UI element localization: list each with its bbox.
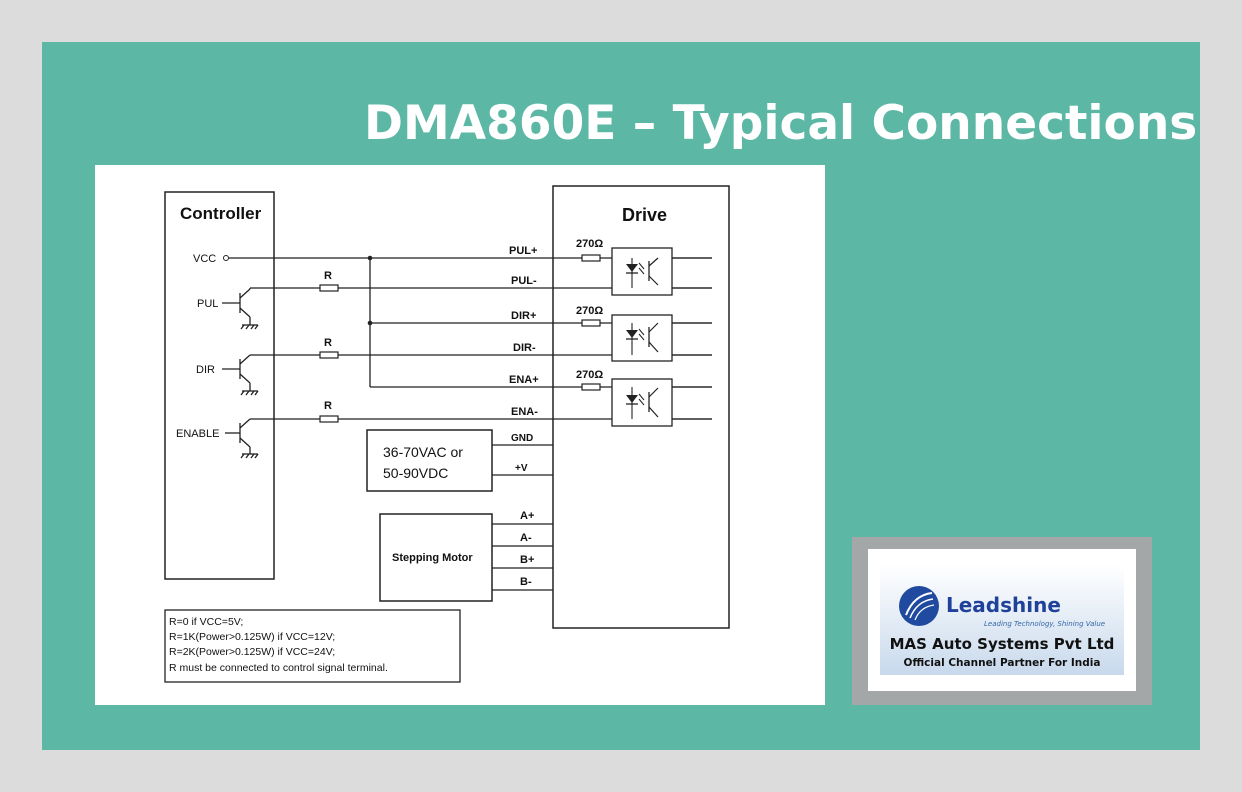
- wiring-diagram: Controller Drive VCC PUL DIR ENABLE: [95, 165, 825, 705]
- drive-resistor-dir-label: 270Ω: [576, 305, 603, 317]
- drive-title: Drive: [622, 205, 667, 225]
- controller-title: Controller: [180, 204, 262, 223]
- resistor-enable-label: R: [324, 400, 332, 412]
- note-line-1: R=0 if VCC=5V;: [169, 616, 243, 628]
- drive-pin-ena-plus: ENA+: [509, 374, 539, 386]
- pul-transistor: [222, 287, 320, 330]
- partner-line: Official Channel Partner For India: [903, 657, 1101, 669]
- resistor-pul-label: R: [324, 270, 332, 282]
- resistor-notes-box: [164, 609, 461, 683]
- note-line-3: R=2K(Power>0.125W) if VCC=24V;: [169, 646, 335, 658]
- drive-pin-gnd: GND: [511, 433, 533, 444]
- controller-pin-vcc: VCC: [193, 253, 216, 265]
- motor-pin-b-minus: B-: [520, 576, 532, 588]
- company-name: MAS Auto Systems Pvt Ltd: [889, 635, 1115, 653]
- drive-pin-pul-plus: PUL+: [509, 245, 537, 257]
- junction-dot: [367, 255, 373, 261]
- partner-logo-frame: Leadshine Leading Technology, Shining Va…: [852, 537, 1152, 705]
- drive-box: [552, 185, 730, 629]
- drive-resistor-pul-label: 270Ω: [576, 238, 603, 250]
- partner-logo-panel: Leadshine Leading Technology, Shining Va…: [880, 565, 1124, 675]
- power-supply-line-1: 36-70VAC or: [383, 444, 463, 460]
- drive-pin-vplus: +V: [515, 463, 528, 474]
- vcc-terminal: [223, 255, 229, 261]
- enable-transistor: [225, 418, 320, 459]
- note-line-4: R must be connected to control signal te…: [169, 662, 388, 674]
- slide-title: DMA860E – Typical Connections: [364, 96, 1198, 151]
- drive-resistor-ena-label: 270Ω: [576, 369, 603, 381]
- partner-logo-card: Leadshine Leading Technology, Shining Va…: [868, 549, 1136, 691]
- note-line-2: R=1K(Power>0.125W) if VCC=12V;: [169, 631, 335, 643]
- leadshine-logo-icon: [899, 586, 939, 626]
- power-supply-line-2: 50-90VDC: [383, 465, 448, 481]
- motor-pin-a-minus: A-: [520, 532, 532, 544]
- stepping-motor-label: Stepping Motor: [392, 552, 473, 564]
- slide-background: DMA860E – Typical Connections Controller…: [42, 42, 1200, 750]
- controller-pin-pul: PUL: [197, 298, 218, 310]
- controller-pin-enable: ENABLE: [176, 428, 219, 440]
- drive-pin-dir-minus: DIR-: [513, 342, 536, 354]
- motor-pin-b-plus: B+: [520, 554, 534, 566]
- resistor-dir-label: R: [324, 337, 332, 349]
- controller-pin-dir: DIR: [196, 364, 215, 376]
- brand-name: Leadshine: [946, 593, 1061, 617]
- drive-pin-ena-minus: ENA-: [511, 406, 538, 418]
- drive-pin-dir-plus: DIR+: [511, 310, 536, 322]
- drive-pin-pul-minus: PUL-: [511, 275, 537, 287]
- controller-box: [164, 191, 275, 580]
- wiring-diagram-svg: Controller Drive VCC PUL DIR ENABLE: [164, 185, 730, 683]
- brand-tagline: Leading Technology, Shining Value: [984, 620, 1106, 628]
- drive-input-ena: 270Ω: [576, 369, 712, 427]
- drive-input-pul: 270Ω: [576, 238, 712, 296]
- drive-input-dir: 270Ω: [576, 305, 712, 362]
- motor-pin-a-plus: A+: [520, 510, 534, 522]
- stepping-motor-box: [379, 513, 493, 602]
- dir-transistor: [222, 354, 320, 396]
- power-supply-box: [366, 429, 493, 492]
